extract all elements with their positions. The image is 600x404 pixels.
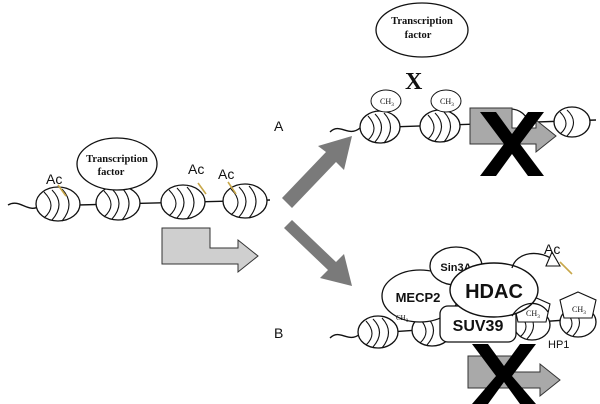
nucleosome [95, 185, 141, 221]
nucleosome [553, 106, 591, 138]
nucleosome [35, 186, 81, 222]
acetyl-tag [197, 182, 207, 195]
hp1-label: HP1 [548, 339, 569, 351]
tf-top-label-line1: Transcription [391, 16, 453, 27]
acetyl-label: Ac [188, 161, 204, 177]
acetyl-label: Ac [46, 171, 62, 187]
ch3-small: CH3 [396, 314, 409, 324]
nucleosome [359, 110, 401, 144]
acetyl-tag-removed [559, 261, 573, 275]
transcription-factor-blocked [375, 2, 469, 58]
active-chromatin-strand: Ac Ac Ac Transcription factor [7, 137, 271, 274]
binding-blocked-mark: X [405, 69, 423, 95]
acetyl-tag [57, 184, 67, 197]
mecp2-label: MECP2 [396, 290, 441, 305]
nucleosome [160, 184, 206, 220]
silenced-x-icon [480, 112, 544, 176]
hdac-label: HDAC [465, 281, 523, 303]
arrow-to-path-b [284, 220, 352, 286]
silenced-x-icon [472, 344, 536, 404]
transcription-factor [76, 137, 158, 191]
transcription-factor-label-line2: factor [98, 167, 125, 178]
path-a-label: A [274, 118, 284, 134]
methylation-arrow [511, 302, 549, 317]
acetyl-label-removed: Ac [544, 241, 560, 257]
path-b-chromatin: CH3 CH3 HP1 MECP2 CH3 Sin3A SUV39 HDAC A… [329, 241, 597, 404]
hp1-protein: CH3 [559, 291, 597, 319]
svg-text:CH3: CH3 [526, 309, 540, 320]
svg-text:CH3: CH3 [440, 97, 454, 108]
path-a-chromatin: CH3 CH3 Transcription factor X [329, 2, 597, 176]
transcription-arrow-active [161, 227, 259, 274]
tf-top-label-line2: factor [405, 30, 432, 41]
hdac-protein [449, 262, 539, 318]
path-b-label: B [274, 325, 283, 341]
arrow-to-path-a [282, 136, 352, 208]
nucleosome [222, 183, 268, 219]
svg-text:CH3: CH3 [380, 97, 394, 108]
suv39-label: SUV39 [453, 318, 504, 335]
methyl-group: CH3 [430, 89, 462, 113]
methyl-group: CH3 [370, 89, 402, 113]
acetyl-label: Ac [218, 166, 234, 182]
nucleosome [357, 315, 399, 349]
nucleosome [419, 109, 461, 143]
transcription-factor-label-line1: Transcription [86, 154, 148, 165]
svg-text:CH3: CH3 [572, 305, 586, 316]
acetyl-tag [227, 181, 237, 195]
